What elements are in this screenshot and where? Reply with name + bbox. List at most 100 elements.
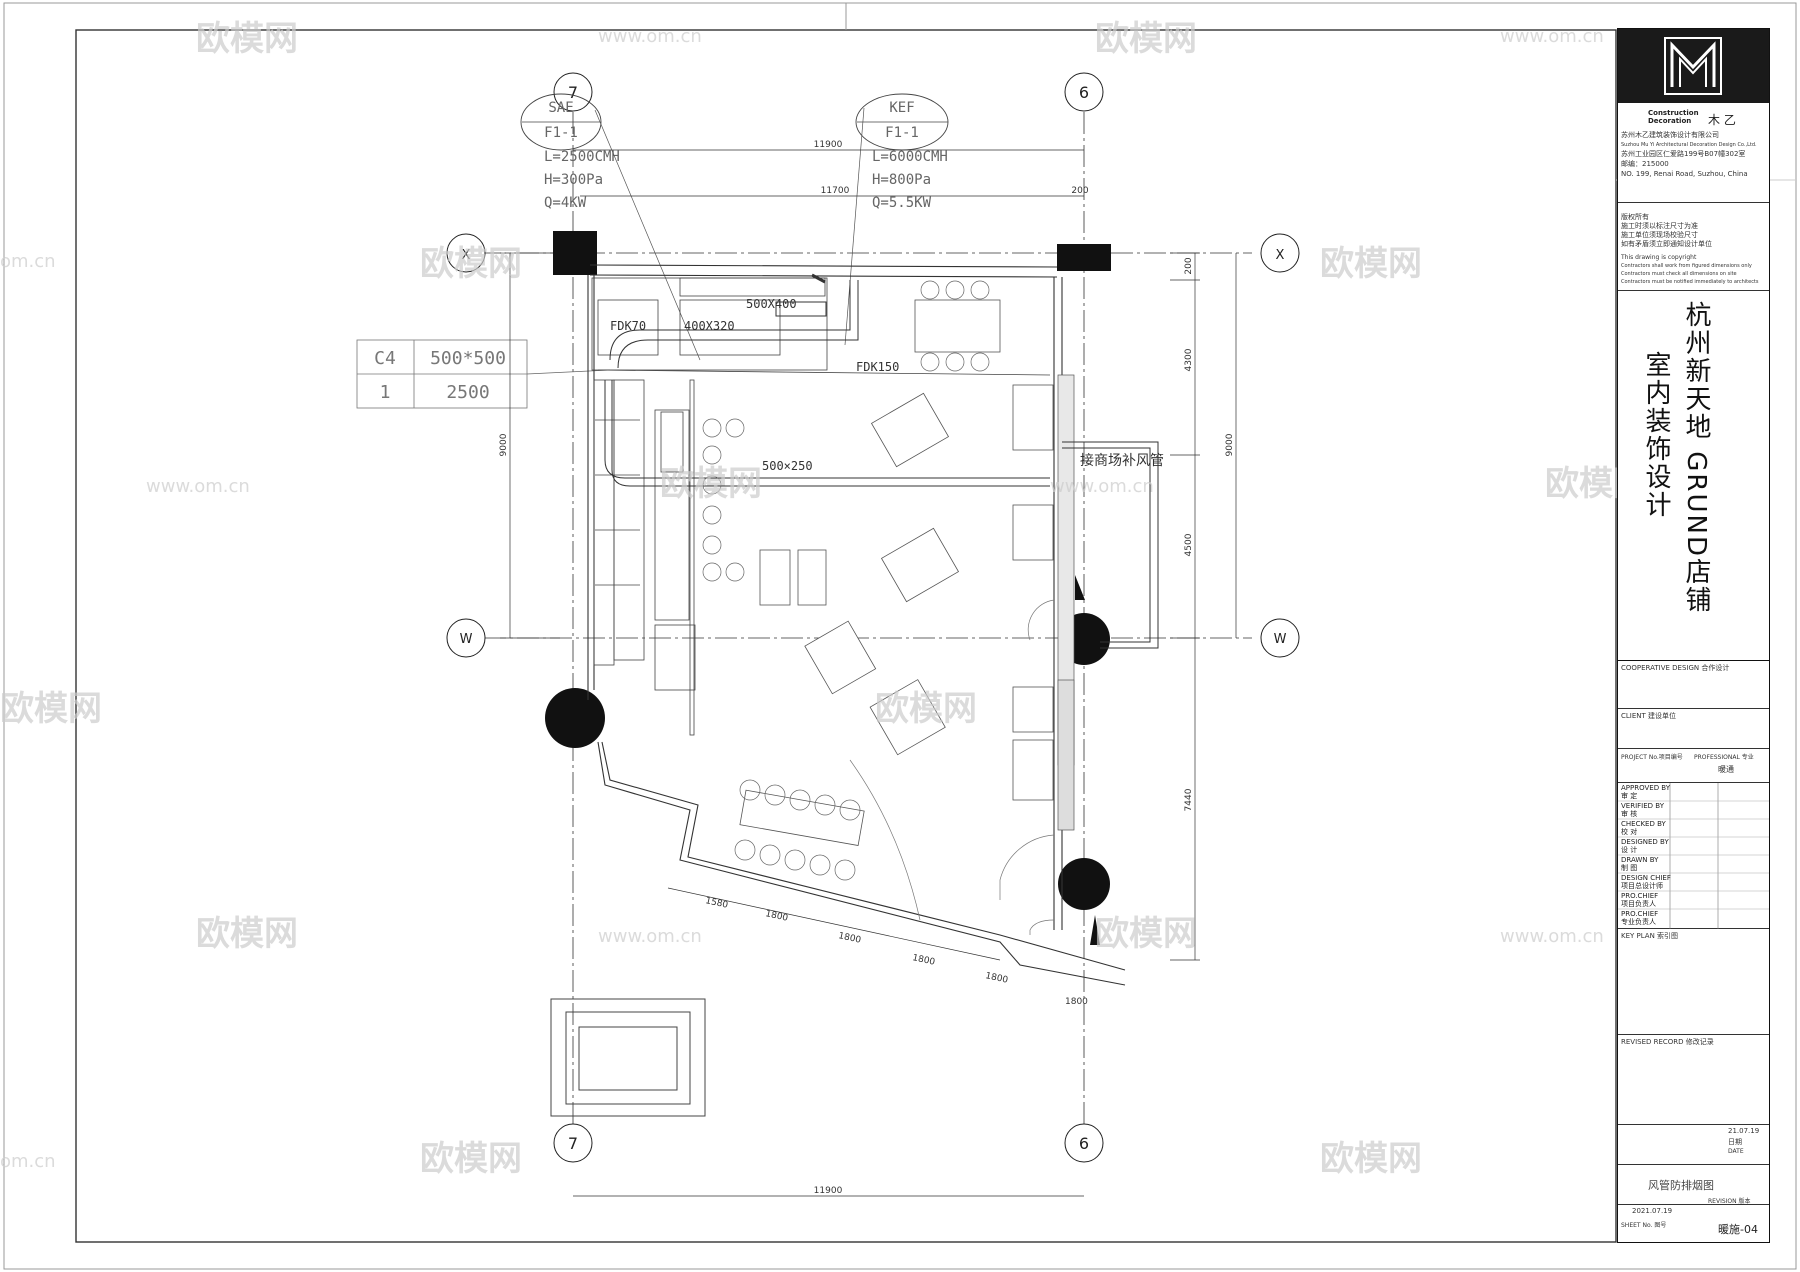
brand-line-2: Decoration xyxy=(1648,117,1692,125)
dim-diag-1800-b: 1800 xyxy=(837,931,862,946)
grid-bubble-x-left xyxy=(446,233,486,273)
duct-runs xyxy=(604,273,1159,649)
company-section: Construction Decoration 木 乙 苏州木乙建筑装饰设计有限… xyxy=(1618,103,1769,203)
legend-cell-c4: C4 xyxy=(374,348,396,369)
role-pro-chief-2-cn: 专业负责人 xyxy=(1621,918,1656,926)
date-row-section: 2021.07.19 REVISION 版本 xyxy=(1618,1198,1769,1217)
note-2: 施工时须以标注尺寸为准 xyxy=(1621,222,1698,230)
grid-label-w-right: W xyxy=(1274,632,1287,647)
watermark-url-short-1: om.cn xyxy=(0,251,56,272)
sae-id: F1-1 xyxy=(544,125,578,141)
brand-line-1: Construction xyxy=(1648,109,1699,117)
role-drawn: DRAWN BY xyxy=(1621,856,1659,864)
grid-bubble-w-left xyxy=(446,618,486,658)
grid-label-6-bottom: 6 xyxy=(1079,1134,1089,1153)
dim-diag-1800-d: 1800 xyxy=(984,971,1009,986)
duct-label-mall-makeup: 接商场补风管 xyxy=(1080,452,1164,469)
dim-right-9000: 9000 xyxy=(1225,433,1235,456)
role-verified: VERIFIED BY xyxy=(1621,802,1664,810)
grid-bubble-6-bottom xyxy=(1064,1123,1104,1163)
company-logo xyxy=(1618,29,1769,103)
sae-tag: SAE xyxy=(548,100,573,116)
role-design-chief-cn: 项目总设计师 xyxy=(1621,882,1663,890)
duct-label-fdk70: FDK70 xyxy=(610,319,646,333)
dim-diag-1800-a: 1800 xyxy=(764,909,789,924)
project-no-section: PROJECT No.项目编号 PROFESSIONAL 专业 暖通 xyxy=(1618,749,1769,783)
grid-bubble-w-right xyxy=(1260,618,1300,658)
hatched-walls xyxy=(1057,374,1075,831)
grid-label-x-right: X xyxy=(1276,248,1285,263)
legend-cell-size: 500*500 xyxy=(430,348,506,369)
role-approved-cn: 审 定 xyxy=(1621,792,1638,800)
grid-label-7-bottom: 7 xyxy=(568,1134,578,1153)
watermark-url-6: www.om.cn xyxy=(1500,926,1604,947)
role-checked: CHECKED BY xyxy=(1621,820,1666,828)
client-label: CLIENT 建设单位 xyxy=(1621,712,1677,720)
date-section: 21.07.19 日期 DATE xyxy=(1618,1125,1769,1165)
watermark-logo-2: 欧模网 xyxy=(1095,19,1197,59)
watermark-url-4: www.om.cn xyxy=(1050,476,1154,497)
drawing-title: 风管防排烟图 xyxy=(1648,1179,1714,1192)
dim-right-7440: 7440 xyxy=(1184,788,1194,811)
dining-furniture xyxy=(739,299,1054,846)
dim-bottom-11900: 11900 xyxy=(814,1186,843,1196)
professional-value: 暖通 xyxy=(1718,765,1734,774)
watermark-logo-3: 欧模网 xyxy=(420,244,522,284)
watermarks: 欧模网 欧模网 欧模网 欧模网 欧模网 欧模网 欧模网 欧模网 欧模网 欧模网 … xyxy=(0,19,1647,1179)
key-plan-section: KEY PLAN 索引图 xyxy=(1618,929,1769,1035)
sae-flow: L=2500CMH xyxy=(544,149,620,165)
duct-label-500x250: 500×250 xyxy=(762,459,813,473)
grid-axes xyxy=(484,112,1252,1124)
title-block: Construction Decoration 木 乙 苏州木乙建筑装饰设计有限… xyxy=(1617,28,1770,1243)
kef-pressure: H=800Pa xyxy=(872,172,931,188)
role-designed-cn: 设 计 xyxy=(1621,846,1638,854)
cooperative-section: COOPERATIVE DESIGN 合作设计 xyxy=(1618,661,1769,709)
project-title-section: 杭州新天地 GRUND店铺 室内装饰设计 xyxy=(1618,291,1769,661)
project-title-2: 室内装饰设计 xyxy=(1641,351,1671,519)
kef-flow: L=6000CMH xyxy=(872,149,948,165)
chairs xyxy=(702,280,990,881)
watermark-logo-4: 欧模网 xyxy=(1320,244,1422,284)
address-en: NO. 199, Renai Road, Suzhou, China xyxy=(1621,170,1748,178)
note-6: Contractors shall work from figured dime… xyxy=(1621,263,1752,269)
sheet-no-label: SHEET No. 图号 xyxy=(1621,1222,1667,1229)
dimension-lines xyxy=(500,149,1237,1197)
role-checked-cn: 校 对 xyxy=(1621,828,1638,836)
role-approved: APPROVED BY xyxy=(1621,784,1671,792)
dim-right-200: 200 xyxy=(1184,257,1194,274)
role-design-chief: DESIGN CHIEF xyxy=(1621,874,1671,882)
grid-label-x-left: X xyxy=(462,248,471,263)
company-en: Suzhou Mu Yi Architectural Decoration De… xyxy=(1621,142,1757,148)
brand-cn: 木 乙 xyxy=(1708,113,1736,127)
postcode: 邮编：215000 xyxy=(1621,160,1669,168)
watermark-logo-10: 欧模网 xyxy=(1095,914,1197,954)
watermark-url-3: www.om.cn xyxy=(146,476,250,497)
project-no-label: PROJECT No.项目编号 xyxy=(1621,754,1683,761)
role-verified-cn: 审 核 xyxy=(1621,810,1638,818)
note-8: Contractors must be notified immediately… xyxy=(1621,279,1759,285)
date-value: 21.07.19 xyxy=(1728,1127,1760,1135)
watermark-logo-5: 欧模网 xyxy=(660,464,762,504)
m-logo-icon xyxy=(1664,37,1722,95)
sae-power: Q=4KW xyxy=(544,195,587,211)
dim-right-4500: 4500 xyxy=(1184,533,1194,556)
role-designed: DESIGNED BY xyxy=(1621,838,1669,846)
watermark-logo-11: 欧模网 xyxy=(420,1139,522,1179)
watermark-logo-7: 欧模网 xyxy=(0,689,102,729)
grid-bubble-7-bottom xyxy=(553,1123,593,1163)
duct-label-400x320: 400X320 xyxy=(684,319,735,333)
project-title-1: 杭州新天地 GRUND店铺 xyxy=(1681,301,1711,614)
sheet-no: 暖施-04 xyxy=(1718,1223,1758,1236)
door-swings xyxy=(849,599,1055,935)
note-3: 施工单位须现场校验尺寸 xyxy=(1621,231,1698,239)
role-pro-chief-1-cn: 项目负责人 xyxy=(1621,900,1656,908)
watermark-logo-8: 欧模网 xyxy=(875,689,977,729)
kef-id: F1-1 xyxy=(885,125,919,141)
grid-label-w-left: W xyxy=(460,632,473,647)
grid-bubble-x-right xyxy=(1260,233,1300,273)
watermark-url-short-2: om.cn xyxy=(0,1151,56,1172)
legend-cell-2500: 2500 xyxy=(446,382,489,403)
company-cn: 苏州木乙建筑装饰设计有限公司 xyxy=(1621,131,1719,139)
revision-label: REVISION 版本 xyxy=(1708,1198,1751,1205)
